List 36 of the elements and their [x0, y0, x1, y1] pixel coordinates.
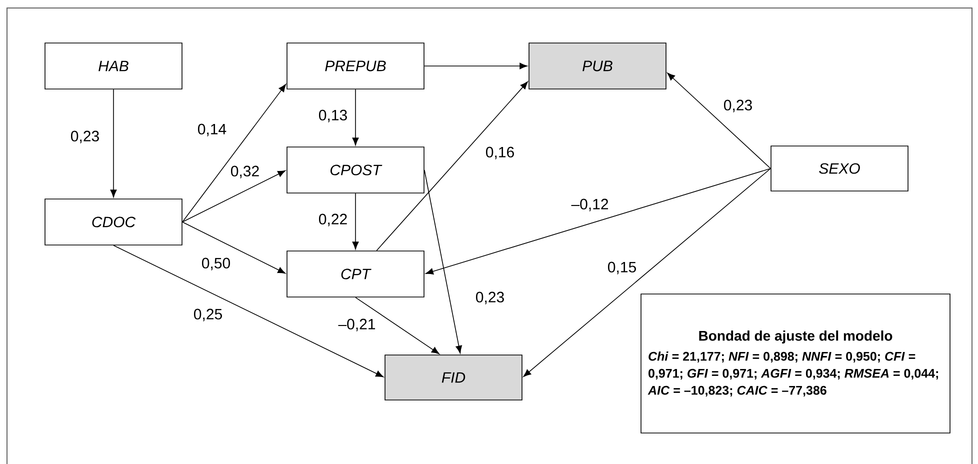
- edge-label: 0,50: [200, 256, 232, 272]
- edge-label: 0,25: [192, 308, 224, 322]
- variable-box: SEXO: [770, 146, 908, 192]
- edge-label: –0,12: [570, 198, 610, 212]
- edge-label: –0,21: [337, 318, 377, 332]
- arrow: [376, 81, 528, 251]
- edge-label: 0,13: [317, 108, 349, 124]
- variable-box: FID: [384, 354, 522, 400]
- arrow: [182, 84, 286, 222]
- arrow: [110, 89, 117, 198]
- arrow: [182, 222, 286, 274]
- arrow: [523, 168, 771, 377]
- edge-label: 0,15: [606, 260, 638, 276]
- edge-label: 0,32: [229, 164, 261, 180]
- variable-box: HAB: [44, 42, 182, 90]
- arrow: [424, 62, 528, 70]
- variable-box: PUB: [528, 42, 666, 90]
- edge-label: 0,14: [196, 122, 228, 138]
- variable-box: CPT: [286, 250, 424, 298]
- edge-label: 0,22: [317, 212, 349, 228]
- arrow: [355, 297, 440, 354]
- arrow: [424, 170, 462, 354]
- arrow: [352, 89, 359, 146]
- arrow: [113, 245, 384, 378]
- arrow: [667, 72, 771, 169]
- edge-label: 0,16: [484, 146, 516, 160]
- variable-box: PREPUB: [286, 42, 424, 90]
- edge-label: 0,23: [722, 98, 754, 114]
- arrow: [182, 170, 286, 222]
- edge-label: 0,23: [69, 130, 101, 144]
- variable-box: CPOST: [286, 146, 424, 194]
- arrow: [352, 193, 359, 250]
- fit-statistics-box: Bondad de ajuste del modelo Chi = 21,177; NFI = 0,898; NNFI = 0,950; CFI = 0,971; GFI = 0,971; AGFI = 0,934; RMSEA = 0,044; AIC = –10,823; CAIC = –77,386: [640, 294, 950, 434]
- edge-label: 0,23: [474, 290, 506, 306]
- arrow: [426, 168, 771, 275]
- variable-box: CDOC: [44, 198, 182, 246]
